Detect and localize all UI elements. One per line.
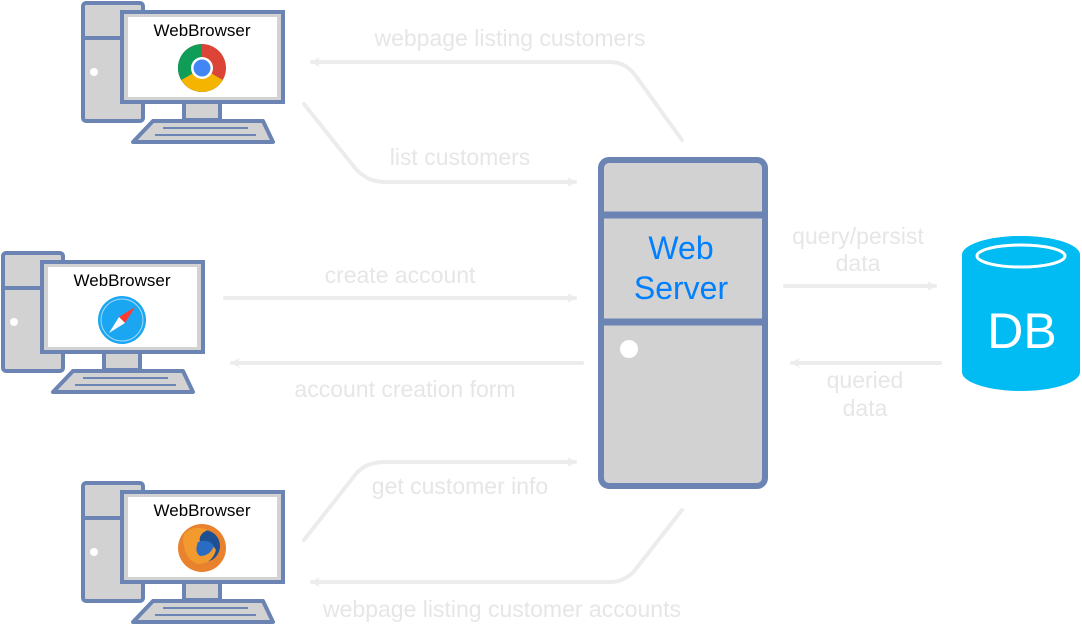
label-query-persist-line2: data [836,250,881,276]
label-webpage-listing-customers: webpage listing customers [373,25,645,51]
db-cylinder [962,236,1080,391]
keyboard [131,119,275,144]
label-query-persist-line1: query/persist [792,223,924,249]
firefox-icon [178,524,226,572]
browser-label-1: WebBrowser [154,21,251,40]
arrow-get-customer-info [302,457,577,542]
label-get-customer-info: get customer info [372,473,548,499]
database: DB [962,236,1080,391]
arrow-webpage-listing-customer-accounts [310,508,684,587]
client-computer-2: WebBrowser [1,251,205,394]
chrome-icon [178,44,226,92]
server-label-line1: Web [648,230,713,266]
flow-labels: webpage listing customers list customers… [294,25,924,622]
browser-label-2: WebBrowser [74,271,171,290]
client-computer-3: WebBrowser [81,481,285,624]
db-top [975,243,1067,269]
safari-icon [98,296,146,344]
keyboard [51,369,195,394]
label-queried-line1: queried [827,367,904,393]
label-create-account: create account [325,262,476,288]
flow-arrows [223,57,942,587]
server-label-line2: Server [634,270,729,306]
label-list-customers: list customers [390,144,531,170]
browser-label-3: WebBrowser [154,501,251,520]
arrow-list-customers [302,102,577,187]
web-server: Web Server [598,157,768,489]
label-queried-line2: data [843,395,888,421]
keyboard [131,599,275,624]
server-power-light [620,340,638,358]
client-computer-1: WebBrowser [81,1,285,144]
label-account-creation-form: account creation form [294,376,515,402]
db-label: DB [987,303,1056,359]
arrow-webpage-listing-customers [310,57,684,142]
label-webpage-listing-customer-accounts: webpage listing customer accounts [322,596,681,622]
